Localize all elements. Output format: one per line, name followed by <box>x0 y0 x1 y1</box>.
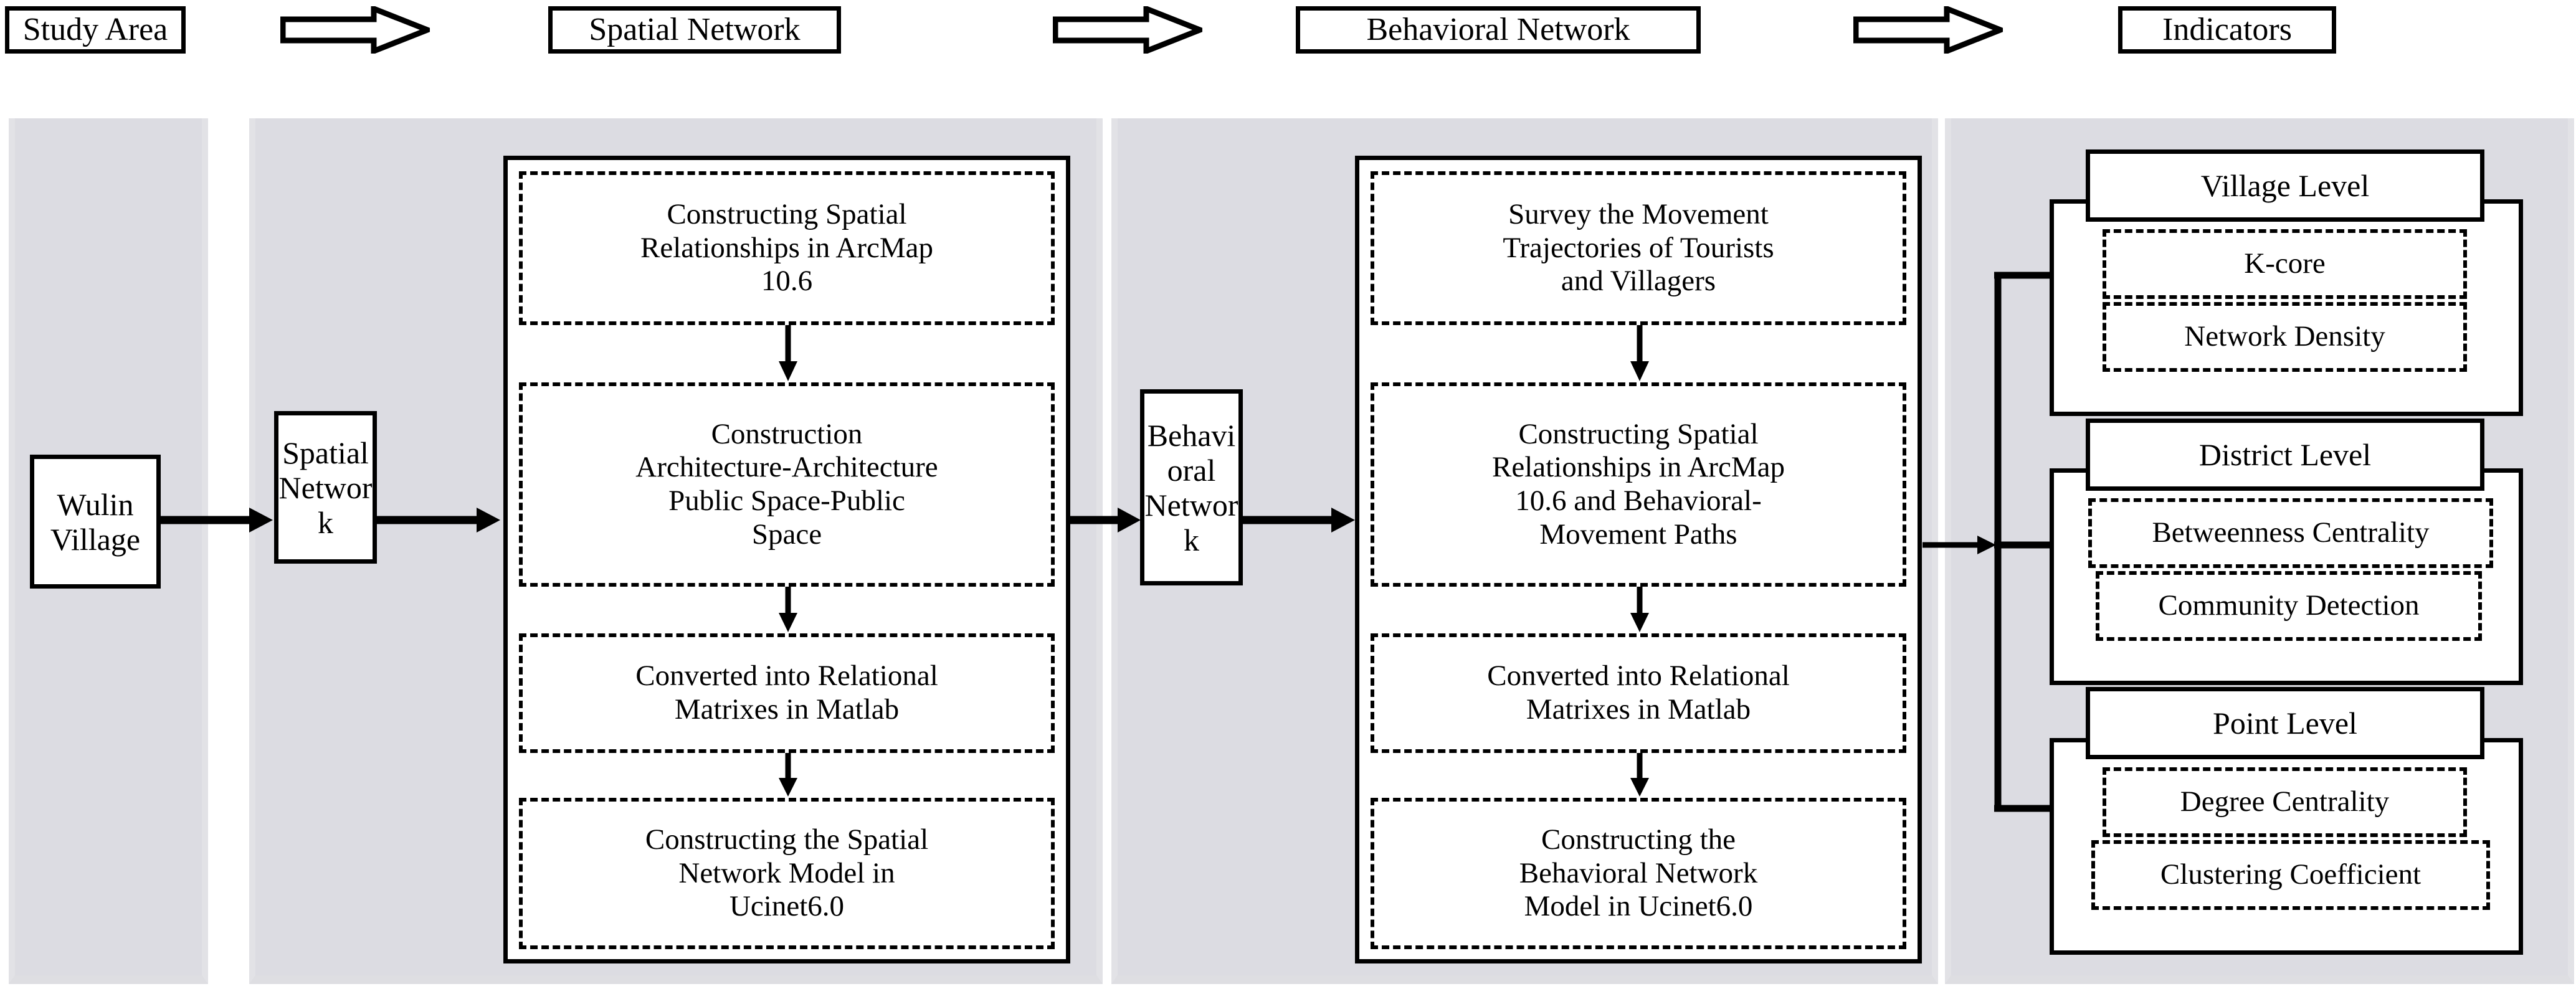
header-box-study-area: Study Area <box>5 6 186 54</box>
right-arrow-icon-village-to-spatial <box>161 504 274 536</box>
bracket-connector-icon <box>1990 268 2152 816</box>
indicator-group-title-point-level[interactable]: Point Level <box>2086 687 2484 759</box>
block-right-arrow-icon-2 <box>1053 6 1202 54</box>
indicator-item-betweenness-centrality-label: Betweenness Centrality <box>2152 516 2430 549</box>
indicator-group-title-village-level-label: Village Level <box>2200 168 2370 203</box>
indicator-item-network-density-label: Network Density <box>2184 320 2385 353</box>
node-wulin-village-text: Wulin Village <box>50 486 141 557</box>
spatial-step-3: Converted into Relational Matrixes in Ma… <box>519 633 1055 753</box>
node-spatial-network-text: Spatial Networ k <box>278 435 373 540</box>
block-right-arrow-icon-3 <box>1853 6 2003 54</box>
behavioral-step-2: Constructing Spatial Relationships in Ar… <box>1371 382 1906 587</box>
spatial-step-2: Construction Architecture-Architecture P… <box>519 382 1055 587</box>
indicator-item-degree-centrality-label: Degree Centrality <box>2180 785 2390 818</box>
down-arrow-icon-spatial-3-4 <box>776 753 801 798</box>
indicator-item-degree-centrality[interactable]: Degree Centrality <box>2103 767 2467 837</box>
indicator-item-k-core-label: K-core <box>2244 247 2326 280</box>
indicator-item-k-core[interactable]: K-core <box>2103 229 2467 299</box>
header-box-behavioral-network: Behavioral Network <box>1296 6 1701 54</box>
right-arrow-icon-spatial-steps-to-behavioral <box>1070 504 1142 536</box>
header-box-indicators: Indicators <box>2118 6 2336 54</box>
indicator-item-community-detection-label: Community Detection <box>2158 589 2420 622</box>
header-label-spatial-network: Spatial Network <box>589 11 801 47</box>
indicator-item-clustering-coefficient[interactable]: Clustering Coefficient <box>2091 840 2490 910</box>
indicator-item-clustering-coefficient-label: Clustering Coefficient <box>2160 858 2422 891</box>
block-right-arrow-icon-1 <box>280 6 430 54</box>
header-label-study-area: Study Area <box>22 11 168 47</box>
indicator-group-title-village-level[interactable]: Village Level <box>2086 149 2484 222</box>
spatial-step-2-text: Construction Architecture-Architecture P… <box>635 417 938 551</box>
down-arrow-icon-behavioral-1-2 <box>1627 325 1652 382</box>
behavioral-step-2-text: Constructing Spatial Relationships in Ar… <box>1492 417 1785 551</box>
header-label-behavioral-network: Behavioral Network <box>1366 11 1630 47</box>
behavioral-step-1: Survey the Movement Trajectories of Tour… <box>1371 171 1906 325</box>
indicator-group-title-district-level-label: District Level <box>2198 437 2372 472</box>
indicator-group-title-district-level[interactable]: District Level <box>2086 419 2484 491</box>
right-arrow-icon-behavioral-to-steps <box>1243 504 1356 536</box>
spatial-step-3-text: Converted into Relational Matrixes in Ma… <box>635 660 938 726</box>
down-arrow-icon-spatial-1-2 <box>776 325 801 382</box>
node-behavioral-network-text: Behavi oral Networ k <box>1144 417 1238 557</box>
indicator-item-community-detection[interactable]: Community Detection <box>2096 571 2482 641</box>
node-behavioral-network: Behavi oral Networ k <box>1140 389 1243 585</box>
behavioral-step-3: Converted into Relational Matrixes in Ma… <box>1371 633 1906 753</box>
right-arrow-icon-to-indicators <box>1922 532 1997 557</box>
indicator-group-title-point-level-label: Point Level <box>2213 705 2357 741</box>
spatial-step-1-text: Constructing Spatial Relationships in Ar… <box>640 198 933 298</box>
node-wulin-village: Wulin Village <box>30 455 161 589</box>
indicator-item-betweenness-centrality[interactable]: Betweenness Centrality <box>2088 498 2493 568</box>
spatial-step-1: Constructing Spatial Relationships in Ar… <box>519 171 1055 325</box>
header-box-spatial-network: Spatial Network <box>548 6 841 54</box>
node-spatial-network: Spatial Networ k <box>274 411 377 564</box>
spatial-step-4-text: Constructing the Spatial Network Model i… <box>645 823 929 923</box>
header-label-indicators: Indicators <box>2162 11 2292 47</box>
down-arrow-icon-spatial-2-3 <box>776 587 801 633</box>
down-arrow-icon-behavioral-3-4 <box>1627 753 1652 798</box>
behavioral-step-4-text: Constructing the Behavioral Network Mode… <box>1519 823 1758 923</box>
spatial-step-4: Constructing the Spatial Network Model i… <box>519 798 1055 949</box>
behavioral-step-4: Constructing the Behavioral Network Mode… <box>1371 798 1906 949</box>
behavioral-step-3-text: Converted into Relational Matrixes in Ma… <box>1487 660 1790 726</box>
right-arrow-icon-spatial-to-steps <box>377 504 501 536</box>
down-arrow-icon-behavioral-2-3 <box>1627 587 1652 633</box>
indicator-item-network-density[interactable]: Network Density <box>2103 302 2467 372</box>
behavioral-step-1-text: Survey the Movement Trajectories of Tour… <box>1503 198 1774 298</box>
